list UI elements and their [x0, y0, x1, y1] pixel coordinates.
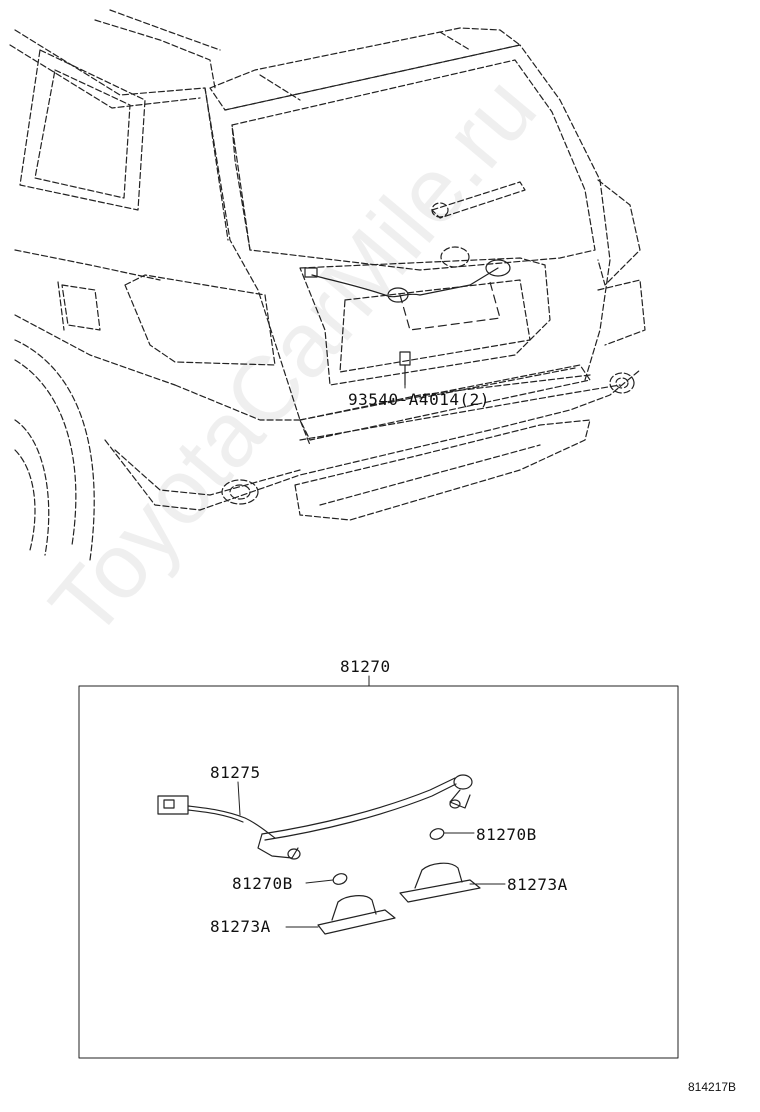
vehicle-rear-body	[9, 9, 646, 561]
callout-harness: 81275	[210, 763, 261, 782]
callout-lens-right: 81273A	[507, 875, 568, 894]
assembly-frame	[78, 675, 679, 1059]
callout-assembly: 81270	[340, 657, 391, 676]
figure-code: 814217B	[688, 1080, 737, 1094]
leader-lines	[237, 367, 506, 928]
bulb-parts	[332, 828, 445, 885]
callout-bolt: 93540-A4014(2)	[348, 390, 490, 409]
callout-bulb-left: 81270B	[232, 874, 293, 893]
callout-bulb-right: 81270B	[476, 825, 537, 844]
vehicle-harness	[304, 259, 511, 386]
callout-lens-left: 81273A	[210, 917, 271, 936]
harness-part	[157, 774, 473, 860]
lens-parts	[317, 862, 481, 935]
